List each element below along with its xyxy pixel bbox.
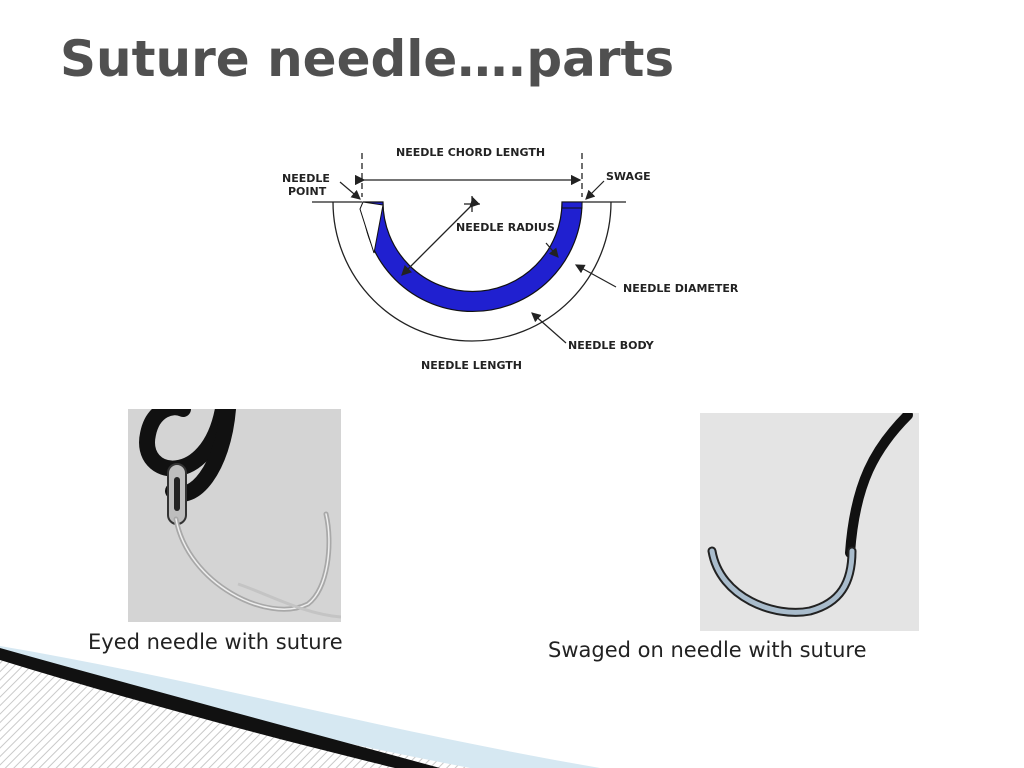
eyed-needle-photo [128, 409, 341, 622]
eyed-needle-illustration [139, 409, 341, 619]
swage-end [561, 201, 583, 209]
needle-length-arc [332, 201, 612, 342]
swaged-needle-illustration [707, 413, 913, 617]
decor-hatched-area [0, 650, 500, 768]
needle-point-label-line2: POINT [288, 185, 327, 198]
swage-label: SWAGE [606, 170, 651, 183]
slide-decoration [0, 646, 600, 768]
swaged-needle-caption: Swaged on needle with suture [548, 638, 867, 662]
needle-parts-diagram: NEEDLE CHORD LENGTH NEEDLE RADIUS NEEDLE… [282, 146, 739, 372]
eyed-needle-caption: Eyed needle with suture [88, 630, 343, 654]
needle-diameter-leader [574, 264, 617, 288]
needle-body-label: NEEDLE BODY [568, 339, 655, 352]
needle-radius-line [401, 196, 481, 276]
needle-point-leader [339, 181, 361, 200]
needle-body-shape [362, 201, 583, 313]
needle-point-tip [359, 201, 384, 254]
needle-length-label: NEEDLE LENGTH [421, 359, 522, 372]
needle-radius-label: NEEDLE RADIUS [456, 221, 555, 234]
chord-length-label: NEEDLE CHORD LENGTH [396, 146, 545, 159]
needle-body-leader [531, 312, 567, 344]
needle-point-label-line1: NEEDLE [282, 172, 330, 185]
swage-leader [585, 180, 605, 200]
needle-diameter-label: NEEDLE DIAMETER [623, 282, 739, 295]
decor-light-blue-band [0, 646, 600, 768]
needle-diameter-leader-2 [545, 242, 559, 258]
swaged-needle-photo [700, 413, 919, 631]
slide-title: Suture needle….parts [60, 30, 675, 88]
